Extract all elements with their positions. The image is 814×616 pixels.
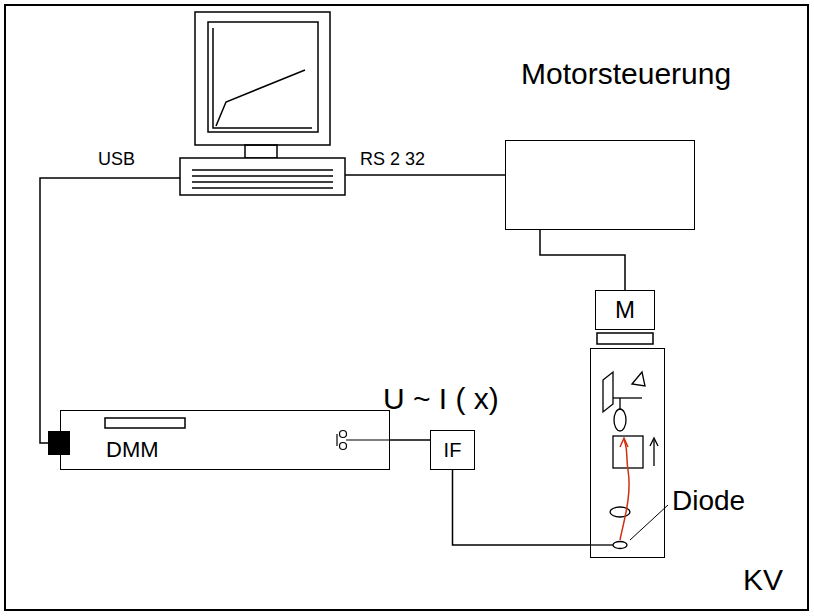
wire [390,439,430,441]
node-text: DMM [106,438,159,462]
motor-box: M [595,290,655,330]
node-text: Motorsteuerung [521,57,731,90]
motion-arrow [653,440,654,466]
socket-bar [336,434,337,446]
dmm-socket [337,431,390,450]
controller-box: Motorsteuerung [505,140,695,230]
mirror-arm [613,397,642,398]
graph-axes [213,28,312,128]
node-text: KV [743,563,783,596]
usb-plug [48,431,70,455]
port-name: RS 2 32 [360,150,425,170]
port-name: USB [98,150,135,170]
dmm-display [105,418,185,428]
base-line [192,181,333,183]
base-line [192,175,333,177]
socket-pin [340,431,347,438]
monitor-stand [245,145,277,158]
base-line [192,187,333,189]
optics [590,372,658,549]
beam-arrowhead [620,438,628,447]
diode-lead [590,544,613,545]
frame [5,5,808,610]
screen [208,22,318,132]
lens [614,409,626,431]
signal-formula: U ~ I ( x) [383,382,499,415]
light-beam [620,440,629,540]
base-line [192,169,333,171]
graph-curve [216,70,305,126]
monitor [195,12,330,145]
computer-base [180,158,345,195]
node-text: IF [431,431,474,469]
lamp [632,372,645,386]
coupling [597,333,653,344]
socket-pin [340,443,347,450]
multimeter-box: DMM [60,410,390,470]
diode-symbol [613,542,627,549]
part-name: Diode [672,486,745,517]
mirror [603,372,613,412]
leader-line [630,505,668,540]
wire [453,470,591,545]
motion-arrowhead [650,438,658,446]
wire [540,230,625,290]
dmm-lead [346,439,390,440]
sample [613,436,643,468]
column-box: KV [590,348,665,558]
interface-box: IF [430,430,475,470]
usb-cable [40,178,180,443]
axis [619,398,620,410]
computer [180,12,345,195]
node-text: M [596,291,654,329]
